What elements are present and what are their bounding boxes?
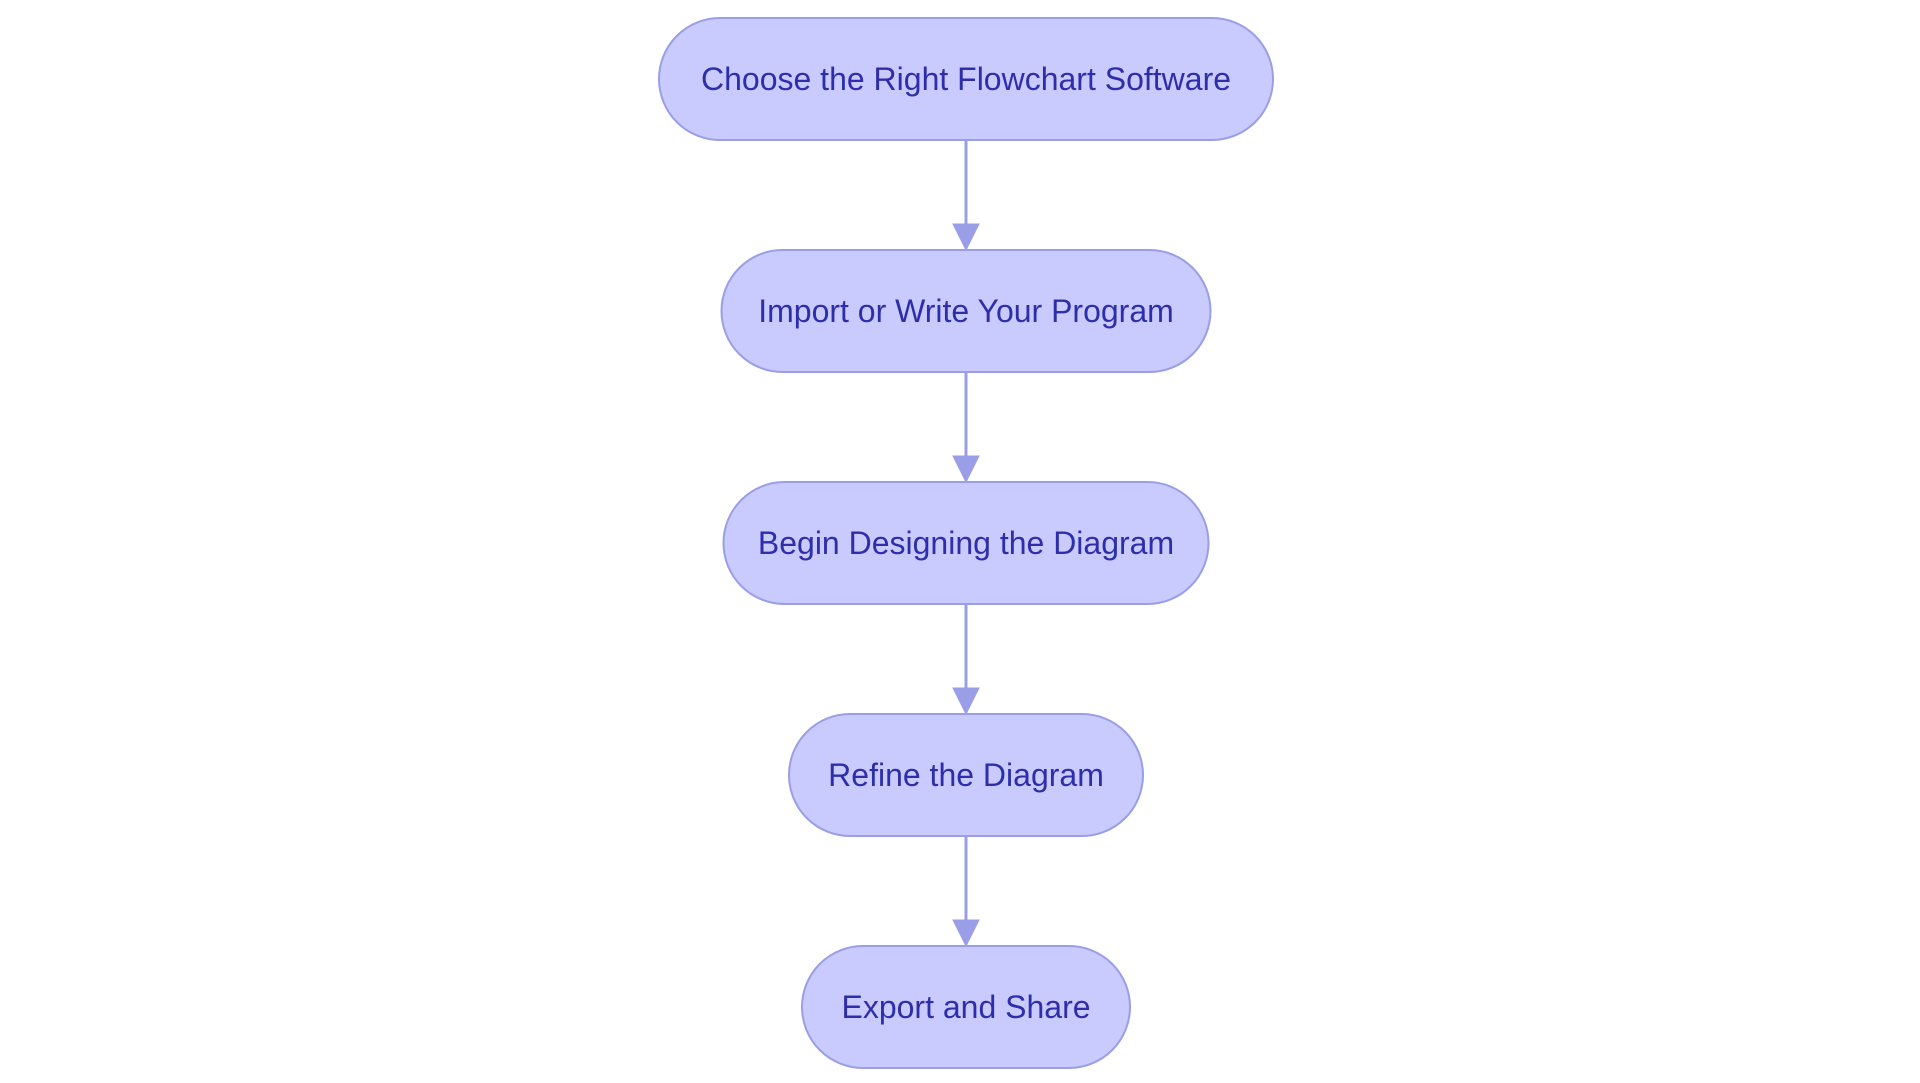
node-shape bbox=[658, 17, 1274, 141]
node-shape bbox=[720, 249, 1212, 373]
node-label: Export and Share bbox=[841, 989, 1090, 1025]
arrow-head-icon bbox=[952, 919, 980, 948]
node-label: Choose the Right Flowchart Software bbox=[701, 61, 1231, 97]
edge-n4-n5 bbox=[952, 836, 980, 948]
arrow-head-icon bbox=[952, 687, 980, 716]
node-shape bbox=[722, 481, 1210, 605]
edge-n1-n2 bbox=[952, 140, 980, 252]
arrow-head-icon bbox=[952, 223, 980, 252]
edges-group bbox=[952, 140, 980, 948]
node-shape bbox=[801, 945, 1131, 1069]
node-refine-diagram: Refine the Diagram bbox=[788, 713, 1144, 837]
edge-n3-n4 bbox=[952, 604, 980, 716]
arrow-head-icon bbox=[952, 455, 980, 484]
edge-n2-n3 bbox=[952, 372, 980, 484]
node-import-program: Import or Write Your Program bbox=[720, 249, 1212, 373]
node-shape bbox=[788, 713, 1144, 837]
node-label: Refine the Diagram bbox=[828, 757, 1104, 793]
node-choose-software: Choose the Right Flowchart Software bbox=[658, 17, 1274, 141]
node-begin-designing: Begin Designing the Diagram bbox=[722, 481, 1210, 605]
node-label: Import or Write Your Program bbox=[758, 293, 1174, 329]
node-label: Begin Designing the Diagram bbox=[758, 525, 1174, 561]
node-export-share: Export and Share bbox=[801, 945, 1131, 1069]
nodes-group: Choose the Right Flowchart Software Impo… bbox=[658, 17, 1274, 1069]
